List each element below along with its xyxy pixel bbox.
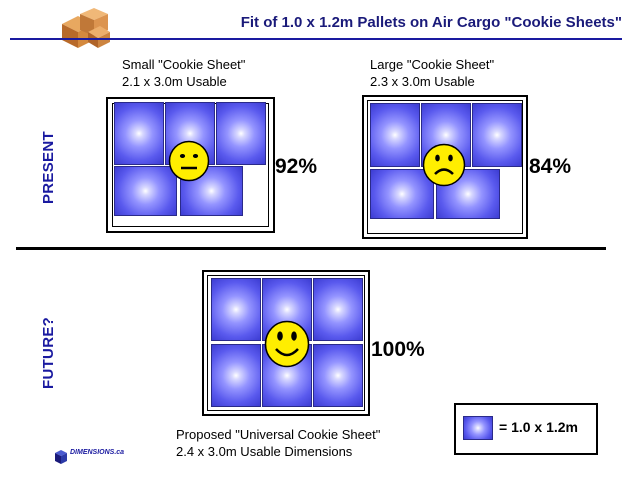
- large-sheet-dimensions: 2.3 x 3.0m Usable: [370, 74, 475, 89]
- small-sheet-dimensions: 2.1 x 3.0m Usable: [122, 74, 227, 89]
- small-sheet-caption: Small "Cookie Sheet" 2.1 x 3.0m Usable: [122, 56, 245, 90]
- pallet: [211, 344, 261, 407]
- present-section-label: PRESENT: [40, 131, 57, 204]
- pallet: [114, 166, 177, 216]
- universal-sheet-caption: Proposed "Universal Cookie Sheet" 2.4 x …: [176, 426, 380, 460]
- small-sheet-percent: 92%: [275, 155, 318, 178]
- section-divider: [16, 247, 606, 250]
- boxes-logo-icon: [62, 8, 110, 48]
- pallet: [472, 103, 522, 167]
- page-title: Fit of 1.0 x 1.2m Pallets on Air Cargo "…: [240, 14, 622, 31]
- legend-label: = 1.0 x 1.2m: [499, 419, 579, 435]
- large-sheet-usable-area: [367, 100, 523, 234]
- universal-sheet-name: Proposed "Universal Cookie Sheet": [176, 427, 381, 442]
- universal-sheet-dimensions: 2.4 x 3.0m Usable Dimensions: [176, 444, 353, 459]
- small-sheet-name: Small "Cookie Sheet": [122, 57, 246, 72]
- neutral-face-icon: [168, 140, 210, 182]
- logo-text: DIMENSIONS.ca: [70, 449, 125, 456]
- future-section-label: FUTURE?: [40, 316, 57, 389]
- pallet: [114, 102, 164, 165]
- universal-sheet-usable-area: [207, 275, 365, 411]
- cube-logo-icon: [55, 450, 67, 464]
- large-sheet-percent: 84%: [529, 155, 572, 178]
- pallet: [370, 169, 434, 219]
- pallet-legend: = 1.0 x 1.2m: [454, 403, 598, 455]
- sad-face-icon: [422, 143, 466, 187]
- pallet-swatch-icon: [463, 416, 493, 440]
- pallet: [313, 344, 363, 407]
- title-divider: [10, 38, 622, 40]
- happy-face-icon: [264, 320, 310, 368]
- pallet: [211, 278, 261, 341]
- large-sheet-name: Large "Cookie Sheet": [370, 57, 495, 72]
- small-cookie-sheet: [106, 97, 275, 233]
- large-sheet-caption: Large "Cookie Sheet" 2.3 x 3.0m Usable: [370, 56, 494, 90]
- universal-sheet-percent: 100%: [371, 338, 425, 361]
- pallet: [216, 102, 266, 165]
- pallet: [370, 103, 420, 167]
- dimensions-logo: DIMENSIONS.ca: [54, 449, 134, 469]
- pallet: [313, 278, 363, 341]
